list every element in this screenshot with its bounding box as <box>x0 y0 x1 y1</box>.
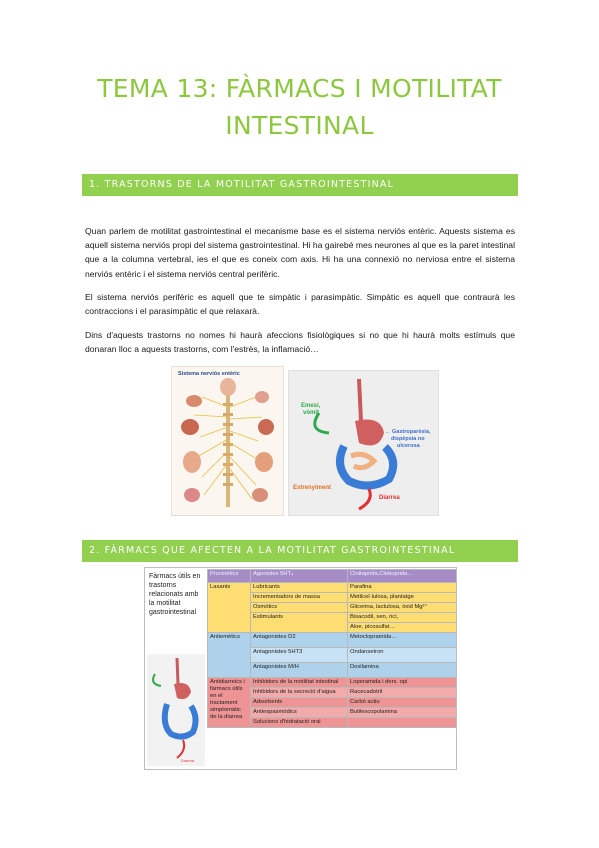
gastroparesis-label-1: ← Gastroparèsia, <box>385 429 431 435</box>
emesis-arrow <box>313 412 330 435</box>
table-cell: Osmòtics <box>250 602 348 613</box>
table-cell: Metoclopramida… <box>347 632 456 648</box>
lung-organ <box>255 391 269 403</box>
paragraph-2: El sistema nerviós perifèric es aquell q… <box>85 292 515 317</box>
page-title: TEMA 13: FÀRMACS I MOTILITAT INTESTINAL <box>0 70 599 144</box>
table-cell: Racecadotril <box>347 687 456 698</box>
table-cell: Antagonistes 5HT3 <box>250 647 348 663</box>
table-cell: Antagonistes M/H <box>250 662 348 678</box>
table-cell: Aloe, picosulfat… <box>347 622 456 633</box>
gastroparesis-label-2: dispèpsia no <box>391 436 425 442</box>
table-cell: Metilcel·lulosa, plantatge <box>347 592 456 603</box>
vertebrae-marks <box>223 403 233 486</box>
header-cell: Agonistes 5HT₄ <box>250 569 348 583</box>
table-cell: Loperamida i ders. opi <box>347 677 456 688</box>
gi-tract-mini-figure: Diarrea <box>147 654 205 766</box>
figure-caption: Sistema nerviós entèric <box>178 371 240 377</box>
bladder-organ <box>184 488 200 502</box>
table-row: Antiemètics Antagonistes D2 Metocloprami… <box>207 632 456 678</box>
esophagus-shape <box>357 378 363 422</box>
table-cell: Incrementadors de massa <box>250 592 348 603</box>
table-cell: Ondansetron <box>347 647 456 663</box>
diarrhea-label: Diarrea <box>379 495 400 501</box>
vomit-label: vòmit <box>303 410 319 416</box>
table-header-row: Procinètics Agonistes 5HT₄ Cinitaprida,C… <box>207 569 456 583</box>
paragraph-3: Dins d'aquests trastorns no nomes hi hau… <box>85 330 515 355</box>
nerve-lines <box>193 396 263 500</box>
table-cell: Solucions d'hidratació oral <box>250 717 348 728</box>
section-heading-1: 1. TRASTORNS DE LA MOTILITAT GASTROINTES… <box>82 174 518 196</box>
heart-organ <box>186 395 202 407</box>
constipation-label: Estrenyiment <box>293 485 331 491</box>
table-left-caption: Fàrmacs útils en trastorns relacionats a… <box>149 573 201 616</box>
table-cell: Butilescopolamina <box>347 707 456 718</box>
gastroparesis-label-3: ulcerosa <box>397 443 421 449</box>
table-cell: Carbó actiu <box>347 697 456 708</box>
table-cell: Parafina <box>347 582 456 593</box>
drugs-table-figure: Fàrmacs útils en trastorns relacionats a… <box>144 567 457 770</box>
table-row: Antidiarreics i fàrmacs útils en el trac… <box>207 677 456 728</box>
drugs-table: Procinètics Agonistes 5HT₄ Cinitaprida,C… <box>207 569 456 728</box>
table-cell: Estimulants <box>250 612 348 633</box>
table-row: Laxants Lubricants Parafina <box>207 582 456 633</box>
table-row: Solucions d'hidratació oral <box>208 717 456 728</box>
paragraph-1: Quan parlem de motilitat gastrointestina… <box>85 226 515 279</box>
group-antiemetics: Antiemètics <box>207 632 251 678</box>
colon-organ <box>255 452 273 472</box>
mini-diarrhea-label: Diarrea <box>181 758 195 763</box>
title-line-2: INTESTINAL <box>225 111 374 140</box>
intestine-organ <box>183 451 201 473</box>
group-laxants: Laxants <box>207 582 251 633</box>
gi-disorders-figure: Emesi, vòmit ← Gastroparèsia, dispèpsia … <box>288 370 439 516</box>
table-cell: Bisacodil, sen, ricí, <box>347 612 456 623</box>
colon-shape <box>336 444 398 490</box>
kidney-organ <box>252 488 268 502</box>
table-cell <box>347 717 456 728</box>
brain-shape <box>220 378 236 396</box>
table-cell: Antagonistes D2 <box>250 632 348 648</box>
small-intestine-shape <box>350 451 378 471</box>
header-cell: Procinètics <box>207 569 251 583</box>
emesis-label: Emesi, <box>301 403 321 409</box>
section-heading-2: 2. FÀRMACS QUE AFECTEN A LA MOTILITAT GA… <box>82 540 518 562</box>
stomach-shape <box>355 419 384 446</box>
diarrhea-arrow <box>358 488 372 511</box>
table-cell: Lubricants <box>250 582 348 593</box>
table-cell: Antiespasmòdics <box>250 707 348 718</box>
table-cell: Glicerina, lactulosa, òxid Mg²⁺ <box>347 602 456 613</box>
liver-organ <box>181 419 199 435</box>
table-cell: Adsorbents <box>250 697 348 708</box>
stomach-organ <box>258 419 274 435</box>
header-cell: Cinitaprida,Cleboprida… <box>347 569 456 583</box>
table-cell: Inhibidors de la secreció d'aigua <box>250 687 348 698</box>
table-cell: Inhibidors de la motilitat intestinal <box>250 677 348 688</box>
table-cell: Doxilamina <box>347 662 456 678</box>
title-line-1: TEMA 13: FÀRMACS I MOTILITAT <box>97 74 502 103</box>
enteric-nervous-system-figure: Sistema nerviós entèric <box>171 366 284 516</box>
table-row: Antagonistes M/H Doxilamina <box>208 662 456 678</box>
group-antidiarrheals: Antidiarreics i fàrmacs útils en el trac… <box>207 677 251 728</box>
